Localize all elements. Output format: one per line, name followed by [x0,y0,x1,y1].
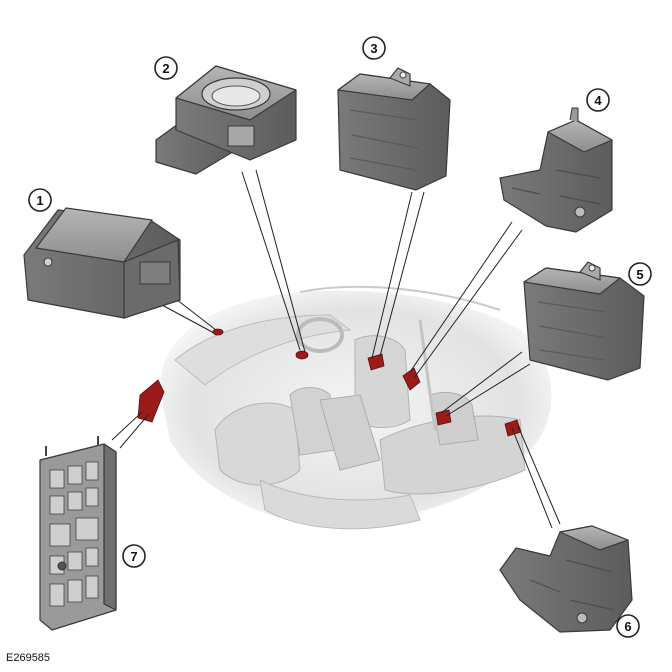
callout-1: 1 [28,188,52,212]
module-3 [337,67,451,191]
callout-5: 5 [628,262,652,286]
location-marker-7 [137,379,165,423]
module-7 [39,436,117,631]
location-marker-2 [295,350,309,360]
svg-text:2: 2 [162,61,169,76]
callout-6: 6 [616,614,640,638]
module-2 [155,65,297,175]
callout-2: 2 [154,56,178,80]
callout-3: 3 [362,36,386,60]
module-1 [23,207,181,319]
svg-text:4: 4 [594,93,602,108]
svg-text:1: 1 [36,193,43,208]
callout-4: 4 [586,88,610,112]
module-4 [499,107,613,233]
svg-text:6: 6 [624,619,631,634]
location-marker-5 [435,409,452,426]
figure-code: E269585 [6,652,51,664]
callout-7: 7 [122,544,146,568]
module-6 [499,525,633,633]
module-5 [523,261,645,381]
svg-text:7: 7 [130,549,137,564]
location-marker-1 [212,328,224,336]
module-location-markers [137,328,522,437]
vehicle-interior [160,285,552,530]
svg-text:3: 3 [370,41,377,56]
leader-lines [111,169,561,529]
svg-text:5: 5 [636,267,643,282]
